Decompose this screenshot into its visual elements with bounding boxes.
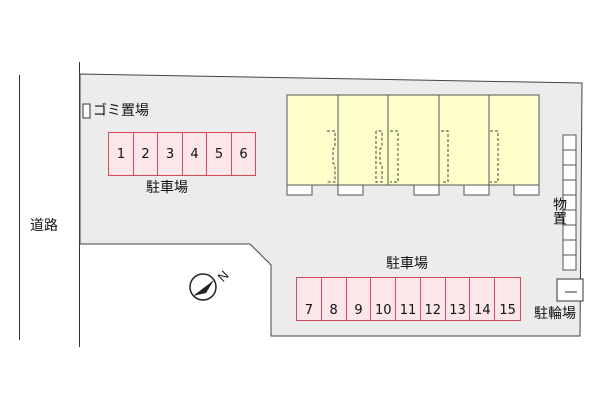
garbage-label: ゴミ置場 — [93, 103, 149, 119]
parking-slot: 2 — [134, 133, 158, 175]
storage-label: 物置 — [551, 197, 567, 225]
bicycle-parking-box — [556, 278, 584, 302]
parking-slot: 3 — [158, 133, 183, 175]
parking-top: 1 2 3 4 5 6 — [108, 132, 256, 176]
compass-north-label: N — [215, 268, 232, 285]
compass-icon — [189, 273, 217, 301]
parking-slot: 5 — [207, 133, 232, 175]
parking-bottom-label: 駐車場 — [386, 256, 428, 272]
garbage-box — [82, 103, 91, 119]
parking-slot: 14 — [470, 278, 496, 320]
parking-slot: 10 — [371, 278, 397, 320]
parking-slot: 1 — [109, 133, 134, 175]
storage-sheds — [562, 134, 577, 271]
parking-bottom: 7 8 9 10 11 12 13 14 15 — [296, 277, 521, 321]
parking-slot: 4 — [183, 133, 207, 175]
parking-slot: 12 — [421, 278, 446, 320]
parking-slot: 15 — [499, 302, 516, 318]
apartment-building — [286, 94, 540, 196]
bicycle-parking-label: 駐輪場 — [534, 306, 576, 322]
road-left-line — [19, 75, 20, 340]
parking-slot: 13 — [446, 278, 471, 320]
road-label: 道路 — [30, 218, 58, 234]
parking-slot: 11 — [396, 278, 421, 320]
parking-top-label: 駐車場 — [146, 180, 188, 196]
parking-slot: 6 — [239, 146, 248, 162]
parking-slot: 8 — [322, 278, 347, 320]
parking-slot: 7 — [297, 278, 322, 320]
parking-slot: 9 — [347, 278, 372, 320]
